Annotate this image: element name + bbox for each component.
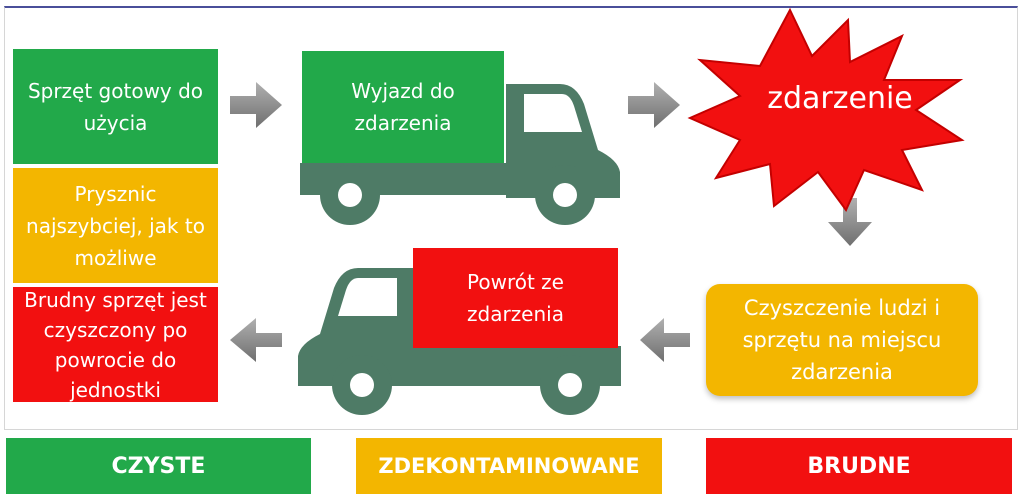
step-departure: Wyjazd do zdarzenia <box>302 51 504 163</box>
arrow-down-icon <box>828 198 872 246</box>
step-cleaning-label: Czyszczenie ludzi i sprzętu na miejscu z… <box>742 296 942 384</box>
step-shower-label: Prysznic najszybciej, jak to możliwe <box>26 181 205 270</box>
step-shower: Prysznic najszybciej, jak to możliwe <box>13 168 218 283</box>
incident-burst-icon <box>687 7 965 212</box>
legend-decontaminated: ZDEKONTAMINOWANE <box>356 438 662 494</box>
step-return-label: Powrót ze zdarzenia <box>467 270 564 326</box>
truck-icon <box>298 268 621 415</box>
legend-clean: CZYSTE <box>6 438 311 494</box>
step-ready-label: Sprzęt gotowy do użycia <box>27 78 204 135</box>
step-departure-label: Wyjazd do zdarzenia <box>351 79 455 135</box>
step-dirty: Brudny sprzęt jest czyszczony po powroci… <box>13 287 218 402</box>
step-incident-label: zdarzenie <box>767 81 913 116</box>
truck-icon <box>300 84 620 225</box>
legend-dirty: BRUDNE <box>706 438 1012 494</box>
step-return: Powrót ze zdarzenia <box>413 248 618 348</box>
step-ready: Sprzęt gotowy do użycia <box>13 49 218 164</box>
step-cleaning: Czyszczenie ludzi i sprzętu na miejscu z… <box>706 284 978 396</box>
arrow-right-icon <box>230 82 282 128</box>
step-dirty-label: Brudny sprzęt jest czyszczony po powroci… <box>24 287 207 402</box>
arrow-left-icon <box>230 318 282 362</box>
arrow-left-icon <box>640 318 690 362</box>
arrow-right-icon <box>628 82 680 128</box>
